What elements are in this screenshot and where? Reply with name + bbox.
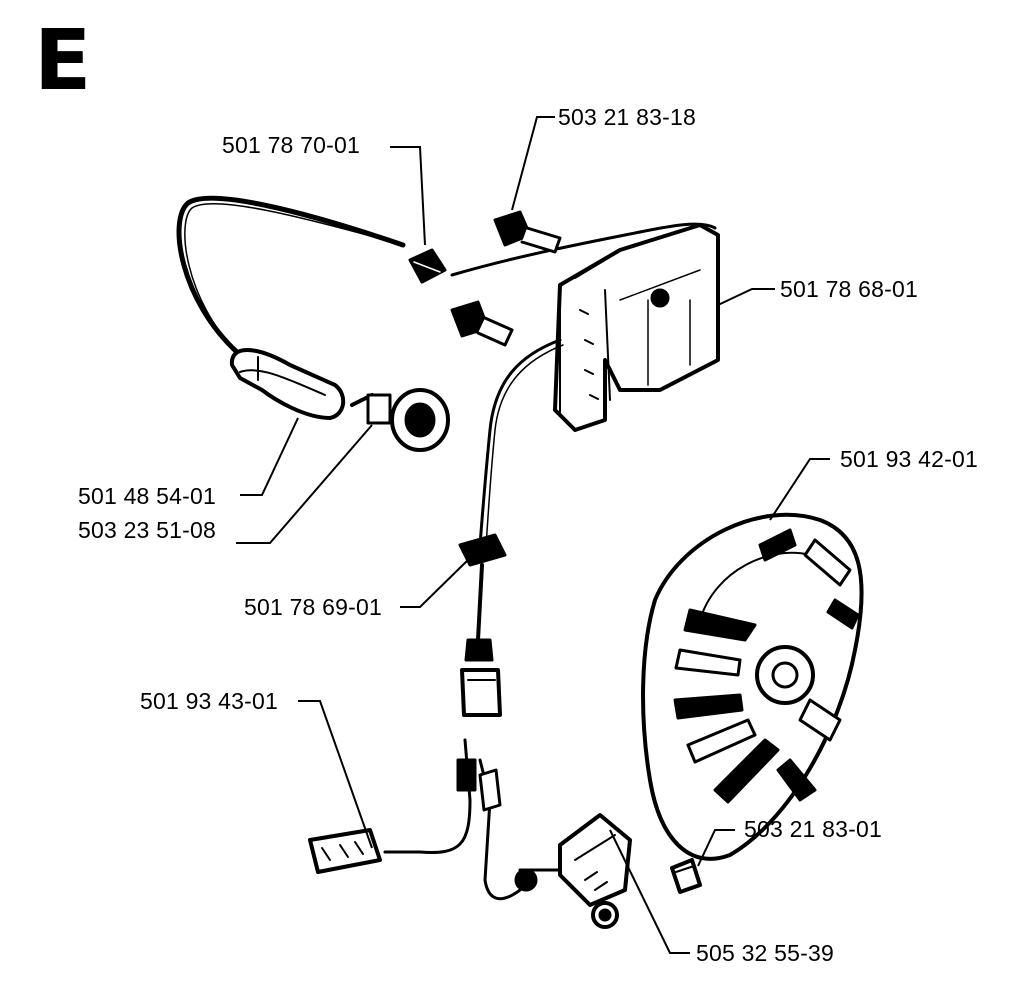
label-switch-screw: 503 21 83-01 bbox=[744, 816, 882, 842]
spring-drawing bbox=[350, 388, 450, 452]
leader-flywheel bbox=[769, 458, 830, 521]
switch-screw-drawing bbox=[670, 858, 702, 894]
label-spring: 503 23 51-08 bbox=[78, 517, 216, 543]
spark-plug-boot-drawing bbox=[229, 348, 346, 420]
leader-grommet bbox=[400, 557, 471, 608]
ht-lead-to-coil bbox=[450, 222, 717, 277]
leader-spring bbox=[236, 424, 373, 544]
short-circuit-cable-drawing bbox=[308, 738, 477, 874]
leader-switch-screw bbox=[697, 829, 735, 867]
label-spark-plug-cap: 501 48 54-01 bbox=[78, 483, 216, 509]
coil-ground-cable bbox=[478, 338, 562, 547]
ht-lead bbox=[176, 195, 406, 356]
flywheel-drawing bbox=[641, 512, 864, 861]
ignition-module-drawing bbox=[553, 223, 720, 432]
leader-cable-clamp bbox=[390, 146, 426, 246]
bolt-lower-drawing bbox=[450, 300, 514, 347]
cable-clamp-drawing bbox=[408, 248, 447, 284]
label-spark-plug-bolt: 503 21 83-18 bbox=[558, 104, 696, 130]
section-letter: E bbox=[34, 11, 92, 109]
grommet-drawing bbox=[458, 533, 507, 567]
label-short-circuit-cable: 501 93 43-01 bbox=[140, 688, 278, 714]
ht-lead-inner bbox=[184, 202, 404, 354]
bolt-upper-drawing bbox=[493, 210, 562, 254]
label-cable-clamp: 501 78 70-01 bbox=[222, 132, 360, 158]
label-ignition-module: 501 78 68-01 bbox=[780, 276, 918, 302]
label-cable-grommet: 501 78 69-01 bbox=[244, 594, 382, 620]
leader-spark-plug-cap bbox=[240, 417, 299, 496]
coil-ground-cable-2 bbox=[485, 344, 564, 546]
label-stop-switch: 505 32 55-39 bbox=[696, 940, 834, 966]
stop-switch-drawing bbox=[514, 813, 632, 929]
leader-ignition-module bbox=[717, 288, 775, 306]
leader-stop-switch bbox=[609, 829, 690, 954]
label-flywheel: 501 93 42-01 bbox=[840, 446, 978, 472]
leader-spark-plug-bolt bbox=[511, 116, 555, 211]
connector-drawing bbox=[460, 638, 502, 717]
leader-short-circuit-cable bbox=[298, 700, 373, 849]
cable-to-connector bbox=[476, 563, 484, 642]
stop-wire-drawing bbox=[478, 758, 522, 901]
